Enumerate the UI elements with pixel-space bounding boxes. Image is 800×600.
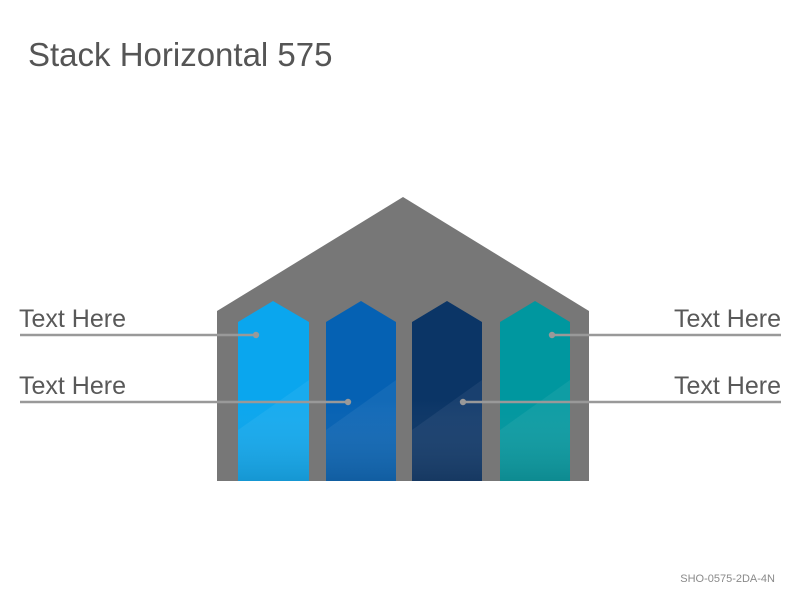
leader-dot-bottom-left <box>344 398 352 406</box>
house-shape <box>217 197 589 481</box>
column-3 <box>412 301 482 481</box>
leader-dot-bottom-right <box>459 398 467 406</box>
label-bottom-left: Text Here <box>19 372 126 400</box>
label-top-right: Text Here <box>674 305 781 333</box>
column-2 <box>326 301 396 481</box>
column-4 <box>500 301 570 481</box>
label-top-left: Text Here <box>19 305 126 333</box>
footer-code: SHO-0575-2DA-4N <box>680 573 775 585</box>
page-title: Stack Horizontal 575 <box>28 36 333 73</box>
column-1 <box>238 301 309 481</box>
leader-dot-top-right <box>548 331 556 339</box>
leader-dot-top-left <box>252 331 260 339</box>
label-bottom-right: Text Here <box>674 372 781 400</box>
